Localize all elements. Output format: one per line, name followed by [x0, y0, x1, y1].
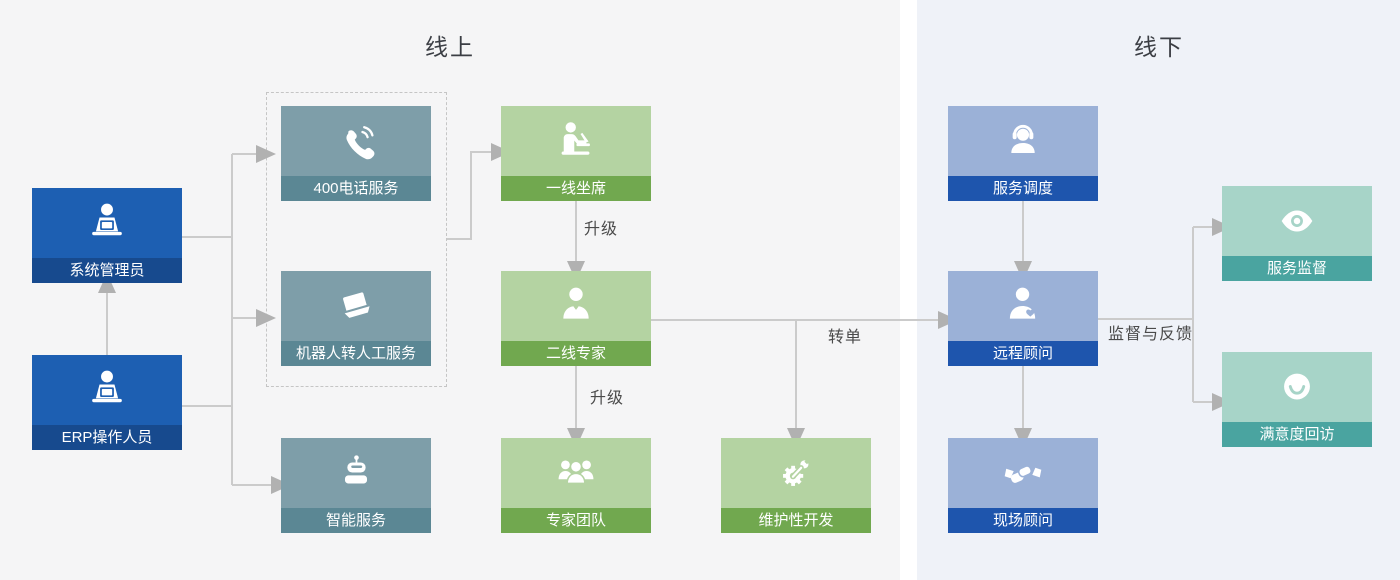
node-first-line-seat: 一线坐席 — [501, 106, 651, 201]
node-phone-400: 400电话服务 — [281, 106, 431, 201]
smiley-icon — [1284, 373, 1310, 400]
node-label: 机器人转人工服务 — [281, 341, 431, 366]
node-icon-area — [281, 438, 431, 508]
node-icon-area — [32, 188, 182, 258]
node-label: 一线坐席 — [501, 176, 651, 201]
node-smart-service: 智能服务 — [281, 438, 431, 533]
node-icon-area — [32, 355, 182, 425]
person-heart-icon — [1009, 287, 1036, 319]
node-icon-area — [1222, 352, 1372, 422]
operator-desk-icon — [92, 370, 122, 403]
handshake-icon — [1004, 465, 1042, 483]
node-label: 服务监督 — [1222, 256, 1372, 281]
node-expert-team: 专家团队 — [501, 438, 651, 533]
node-label: 系统管理员 — [32, 258, 182, 283]
node-second-line-expert: 二线专家 — [501, 271, 651, 366]
laptop-icon — [343, 292, 370, 318]
phone-call-icon — [346, 126, 375, 160]
node-icon-area — [281, 106, 431, 176]
edge-label-upgrade-1: 升级 — [584, 221, 619, 238]
edge-label-transfer: 转单 — [828, 329, 863, 346]
node-label: 专家团队 — [501, 508, 651, 533]
node-label: 现场顾问 — [948, 508, 1098, 533]
node-service-supervision: 服务监督 — [1222, 186, 1372, 281]
people-group-icon — [558, 460, 594, 485]
dashed-group-border — [266, 92, 447, 387]
node-icon-area — [501, 271, 651, 341]
person-bust-icon — [563, 287, 589, 319]
node-icon-area — [948, 106, 1098, 176]
node-erp-operator: ERP操作人员 — [32, 355, 182, 450]
edge-label-feedback: 监督与反馈 — [1108, 326, 1194, 343]
node-robot-to-human: 机器人转人工服务 — [281, 271, 431, 366]
headset-person-icon — [1011, 124, 1035, 153]
operator-desk-icon — [92, 203, 122, 236]
edge-label-upgrade-2: 升级 — [590, 390, 625, 407]
node-label: 维护性开发 — [721, 508, 871, 533]
node-icon-area — [501, 438, 651, 508]
node-maintenance-dev: 维护性开发 — [721, 438, 871, 533]
node-service-dispatch: 服务调度 — [948, 106, 1098, 201]
robot-icon — [344, 455, 368, 484]
node-onsite-consultant: 现场顾问 — [948, 438, 1098, 533]
node-icon-area — [948, 271, 1098, 341]
agent-desk-icon — [561, 122, 590, 155]
node-label: 智能服务 — [281, 508, 431, 533]
node-icon-area — [721, 438, 871, 508]
node-label: 服务调度 — [948, 176, 1098, 201]
node-icon-area — [501, 106, 651, 176]
node-label: 400电话服务 — [281, 176, 431, 201]
node-label: 满意度回访 — [1222, 422, 1372, 447]
offline-section-title: 线下 — [1134, 34, 1184, 60]
gear-wrench-icon — [783, 458, 811, 486]
eye-icon — [1281, 210, 1313, 232]
node-remote-consultant: 远程顾问 — [948, 271, 1098, 366]
node-system-admin: 系统管理员 — [32, 188, 182, 283]
node-label: 远程顾问 — [948, 341, 1098, 366]
node-icon-area — [948, 438, 1098, 508]
node-icon-area — [281, 271, 431, 341]
node-icon-area — [1222, 186, 1372, 256]
node-label: ERP操作人员 — [32, 425, 182, 450]
node-satisfaction-visit: 满意度回访 — [1222, 352, 1372, 447]
online-section-title: 线上 — [425, 34, 475, 60]
node-label: 二线专家 — [501, 341, 651, 366]
